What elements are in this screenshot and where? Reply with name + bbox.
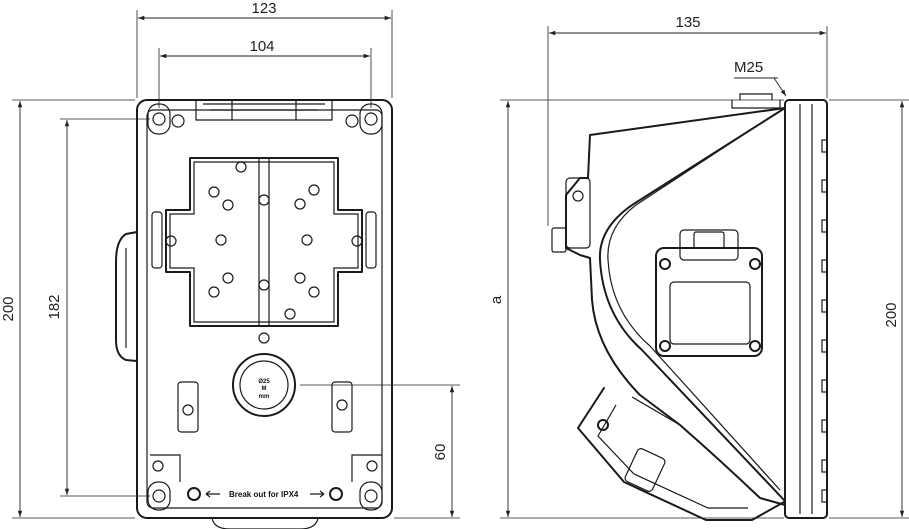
knockout-label-3: mm [259,394,270,400]
dim-front-width-outer: 123 [251,0,276,17]
side-dimensions: 135 M25 a 200 [488,14,909,519]
knockout: Ø25 M mm [232,353,296,417]
side-view [551,93,828,521]
front-dimensions: 123 104 200 182 60 [0,0,460,519]
screw-holes [208,161,320,344]
dim-front-height-inner: 182 [46,294,63,319]
dim-front-height-outer: 200 [0,296,17,321]
plate-holes [821,139,828,503]
dim-side-depth: 135 [675,14,700,31]
knockout-label-1: Ø25 [258,379,270,385]
gland-label: M25 [734,59,763,76]
breakout-note: Break out for IPX4 [229,490,299,499]
socket [655,229,763,357]
front-view: Ø25 M mm Break out for IPX4 [115,99,393,529]
dim-side-height-left: a [488,295,505,304]
dim-front-width-inner: 104 [249,38,274,55]
knockout-label-2: M [262,386,267,392]
dim-side-height-right: 200 [883,302,900,327]
dim-front-offset-bottom: 60 [432,444,449,461]
hinged-lid [577,387,785,521]
